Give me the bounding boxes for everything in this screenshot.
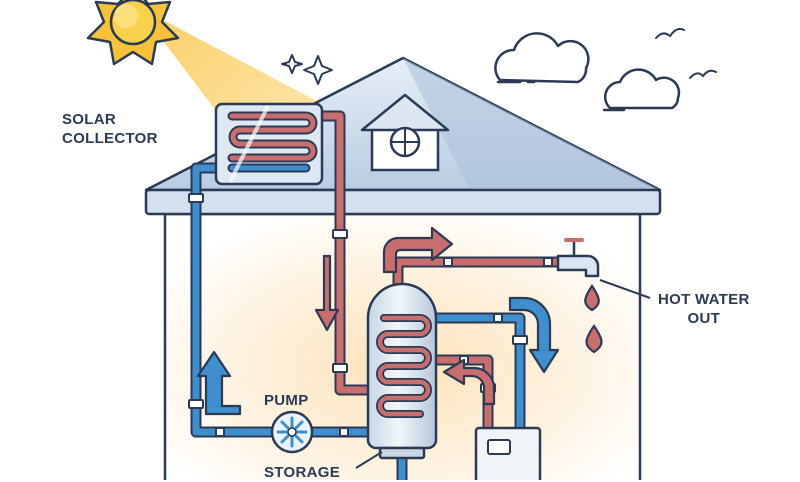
attic-window [389,126,421,158]
cloud-dash-icon [496,80,626,112]
pump-fan-icon [270,410,314,454]
storage-tank [366,282,438,460]
sun-icon [86,0,180,66]
storage-label: STORAGE [264,464,341,481]
hot-water-out-label-line-1: HOT WATER [658,291,750,308]
storage-leader-line [355,451,383,469]
pump-label: PUMP [264,392,309,409]
arrow-icon [196,226,560,416]
hot-water-leader-line [599,279,651,299]
hot-water-out-label-line-2: OUT [687,310,721,327]
sparkle-icon [281,54,333,85]
bird-icon [655,27,717,79]
hot-water-out-label: HOT WATER OUT [658,290,750,328]
attic-dormer [360,93,450,172]
solar-collector-label-line-1: SOLAR [62,111,116,128]
cloud-icon [494,32,681,110]
boiler-unit [474,426,542,480]
faucet-icon [556,238,600,278]
solar-collector-label-line-2: COLLECTOR [62,130,158,147]
piping [188,110,578,480]
water-drop-icon [584,284,603,354]
solar-collector-label: SOLAR COLLECTOR [62,110,158,148]
solar-collector-panel [214,102,324,186]
